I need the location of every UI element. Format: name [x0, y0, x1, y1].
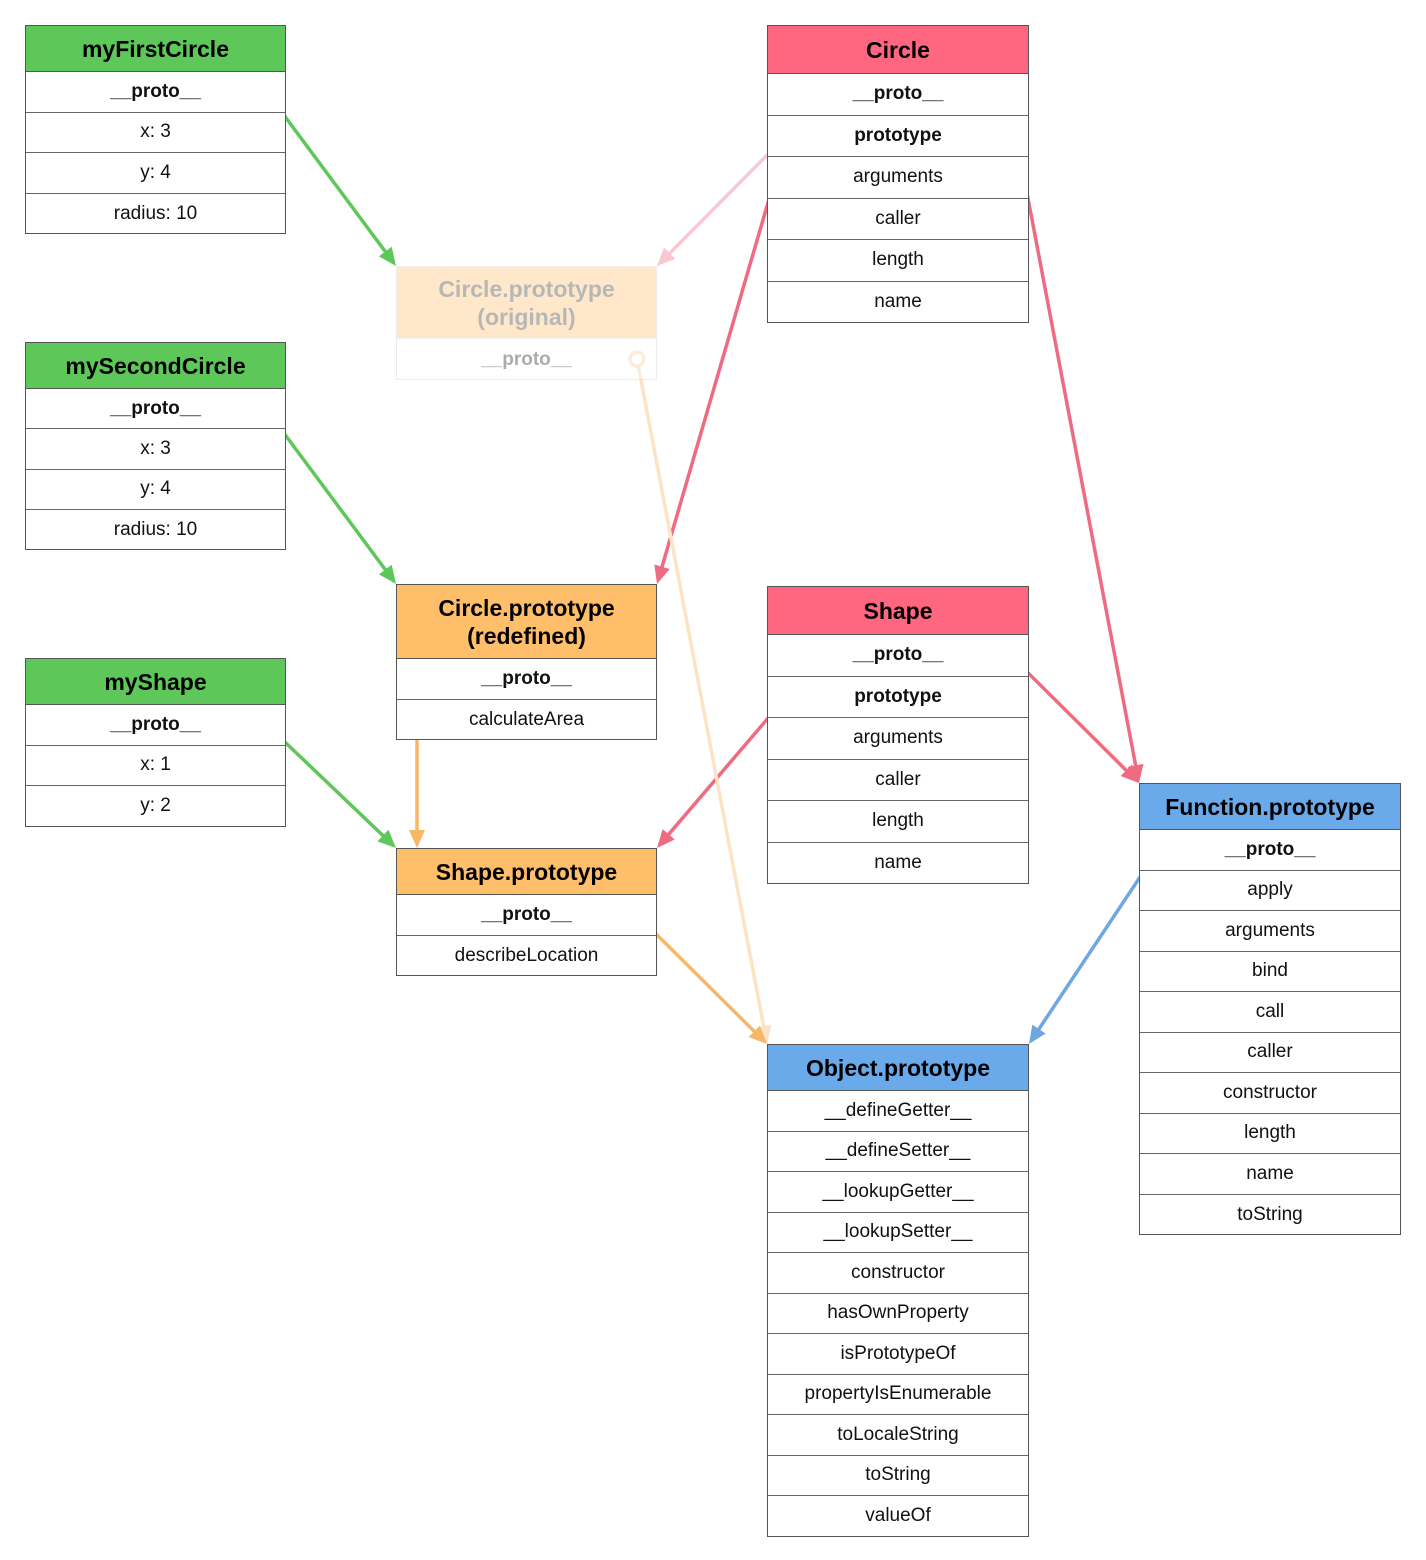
property-row: __proto__ — [768, 74, 1028, 116]
property-row: radius: 10 — [113, 518, 198, 540]
box-title: Shape.prototype — [397, 849, 656, 895]
property-row: caller — [768, 760, 1028, 801]
property-row: __proto__ — [26, 705, 285, 746]
property-row: arguments — [1140, 911, 1400, 952]
property-row: describeLocation — [454, 944, 599, 966]
property-row: arguments — [768, 157, 1028, 199]
property-row: __proto__ — [397, 895, 656, 936]
property-row: __proto__ — [26, 389, 285, 430]
property-row: calculateArea — [468, 708, 585, 730]
circle-prototype-redefined-box: Circle.prototype (redefined)__proto__cal… — [396, 584, 657, 740]
property-row: caller — [1140, 1033, 1400, 1073]
property-row: propertyIsEnumerable — [768, 1375, 1028, 1415]
property-row: radius: 10 — [113, 202, 198, 224]
property-row: x: 3 — [26, 113, 285, 153]
myShape-box: myShape__proto__x: 1 y: 2 — [25, 658, 286, 827]
property-row: length — [1140, 1114, 1400, 1154]
property-row: prototype — [768, 116, 1028, 157]
box-title: mySecondCircle — [26, 343, 285, 389]
property-row: hasOwnProperty — [768, 1294, 1028, 1334]
property-row: name — [874, 291, 922, 313]
property-row: arguments — [768, 718, 1028, 760]
box-title: myShape — [26, 659, 285, 705]
property-row: y: 2 — [140, 795, 171, 817]
object-prototype-box: Object.prototype__defineGetter____define… — [767, 1044, 1029, 1537]
property-row: __defineSetter__ — [768, 1132, 1028, 1172]
property-row: x: 1 — [26, 746, 285, 786]
property-row: __lookupGetter__ — [768, 1172, 1028, 1213]
property-row: __lookupSetter__ — [768, 1213, 1028, 1253]
property-row: length — [768, 240, 1028, 282]
box-title: Shape — [768, 587, 1028, 635]
property-row: __proto__ — [397, 659, 656, 700]
shape-prototype-box: Shape.prototype__proto__ describeLocation — [396, 848, 657, 976]
property-row: toString — [1237, 1203, 1303, 1225]
property-row: caller — [768, 199, 1028, 240]
box-title: Circle.prototype (original) — [397, 267, 656, 339]
box-title: Circle — [768, 26, 1028, 74]
box-title: Function.prototype — [1140, 784, 1400, 830]
property-row: length — [768, 801, 1028, 843]
property-row: __defineGetter__ — [768, 1091, 1028, 1132]
property-row: name — [1140, 1154, 1400, 1195]
box-title: Object.prototype — [768, 1045, 1028, 1091]
property-row: __proto__ — [26, 72, 285, 113]
property-row: prototype — [768, 677, 1028, 718]
property-row: y: 4 — [26, 470, 285, 510]
property-row: __proto__ — [768, 635, 1028, 677]
property-row: bind — [1140, 952, 1400, 992]
box-title: myFirstCircle — [26, 26, 285, 72]
property-row: __proto__ — [481, 348, 572, 370]
property-row: isPrototypeOf — [768, 1334, 1028, 1375]
property-row: y: 4 — [26, 153, 285, 194]
property-row: valueOf — [865, 1505, 931, 1527]
box-title: Circle.prototype (redefined) — [397, 585, 656, 659]
property-row: __proto__ — [1140, 830, 1400, 871]
property-row: apply — [1140, 871, 1400, 911]
property-row: call — [1140, 992, 1400, 1033]
property-row: name — [874, 852, 922, 874]
circle-prototype-original-box: Circle.prototype (original) __proto__ — [396, 266, 657, 380]
property-row: toString — [768, 1456, 1028, 1496]
property-row: toLocaleString — [768, 1415, 1028, 1456]
property-row: x: 3 — [26, 429, 285, 470]
property-row: constructor — [768, 1253, 1028, 1294]
property-row: constructor — [1140, 1073, 1400, 1114]
